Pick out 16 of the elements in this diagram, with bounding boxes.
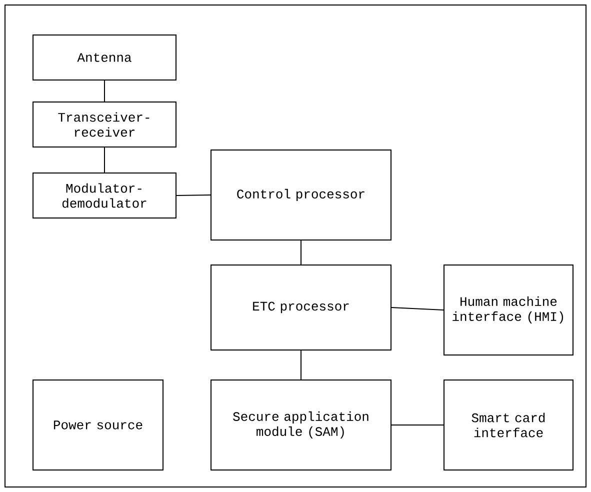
block-box: Antenna xyxy=(32,34,176,80)
block-box: Control processor xyxy=(210,150,392,240)
block-box: Smart card interface xyxy=(444,379,574,470)
connector-line xyxy=(176,194,211,196)
block-box: Human machine interface (HMI) xyxy=(444,264,574,356)
connector-line xyxy=(391,307,444,310)
block-box: Secure application module (SAM) xyxy=(210,379,392,470)
block-box: ETC processor xyxy=(210,264,392,350)
block-box: Modulator-demodulator xyxy=(32,172,176,218)
connector-line xyxy=(104,80,105,102)
block-box: Transceiver-receiver xyxy=(32,102,176,148)
block-box: Power source xyxy=(32,379,164,470)
connector-line xyxy=(300,240,302,265)
connector-line xyxy=(391,424,444,426)
connector-line xyxy=(104,147,105,173)
connector-line xyxy=(300,350,302,380)
